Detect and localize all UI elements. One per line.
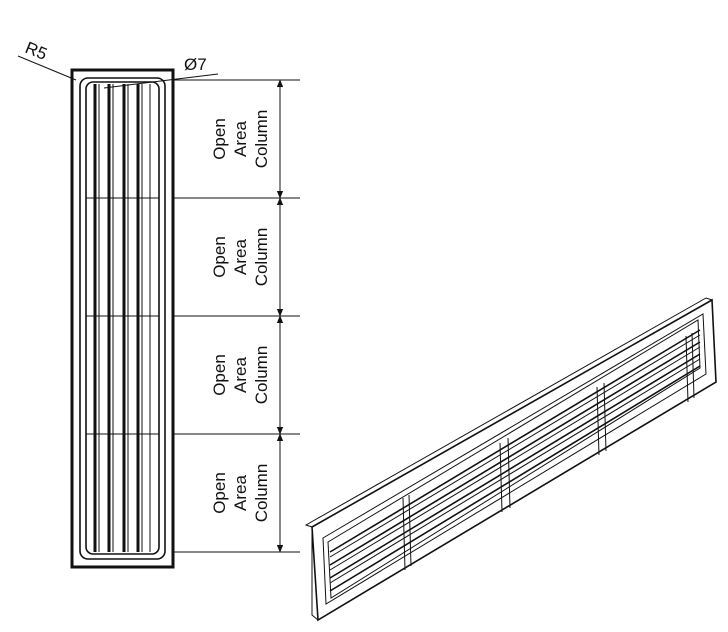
diameter-label: Ø7	[184, 55, 207, 74]
column-label-1: Open Area Column	[210, 110, 271, 169]
radius-annotation: R5	[17, 38, 77, 81]
column-label-line-2: Area	[231, 239, 250, 275]
diameter-annotation: Ø7	[103, 55, 219, 89]
core-opening	[85, 81, 160, 555]
column-label-line-2: Area	[231, 357, 250, 393]
iso-outer-frame	[311, 298, 717, 622]
dimension-lines	[173, 79, 300, 553]
column-label-2: Open Area Column	[210, 228, 271, 287]
column-label-line-1: Open	[210, 354, 229, 396]
column-label-line-3: Column	[252, 346, 271, 405]
column-label-line-3: Column	[252, 228, 271, 287]
column-label-line-1: Open	[210, 118, 229, 160]
outer-frame	[70, 68, 175, 569]
column-label-line-3: Column	[252, 464, 271, 523]
column-label-line-1: Open	[210, 236, 229, 278]
iso-inner-opening	[322, 313, 707, 605]
column-label-line-2: Area	[231, 475, 250, 511]
column-separators	[86, 197, 159, 435]
column-label-line-3: Column	[252, 110, 271, 169]
inner-frame	[79, 77, 166, 560]
column-label-4: Open Area Column	[210, 464, 271, 523]
front-view	[70, 68, 175, 569]
isometric-view	[304, 297, 717, 622]
column-label-3: Open Area Column	[210, 346, 271, 405]
blades	[93, 84, 151, 552]
column-label-line-1: Open	[210, 472, 229, 514]
iso-blades	[329, 329, 701, 592]
column-label-line-2: Area	[231, 121, 250, 157]
iso-blade-supports	[402, 332, 695, 571]
column-labels: Open Area Column Open Area Column Open A…	[210, 110, 271, 523]
